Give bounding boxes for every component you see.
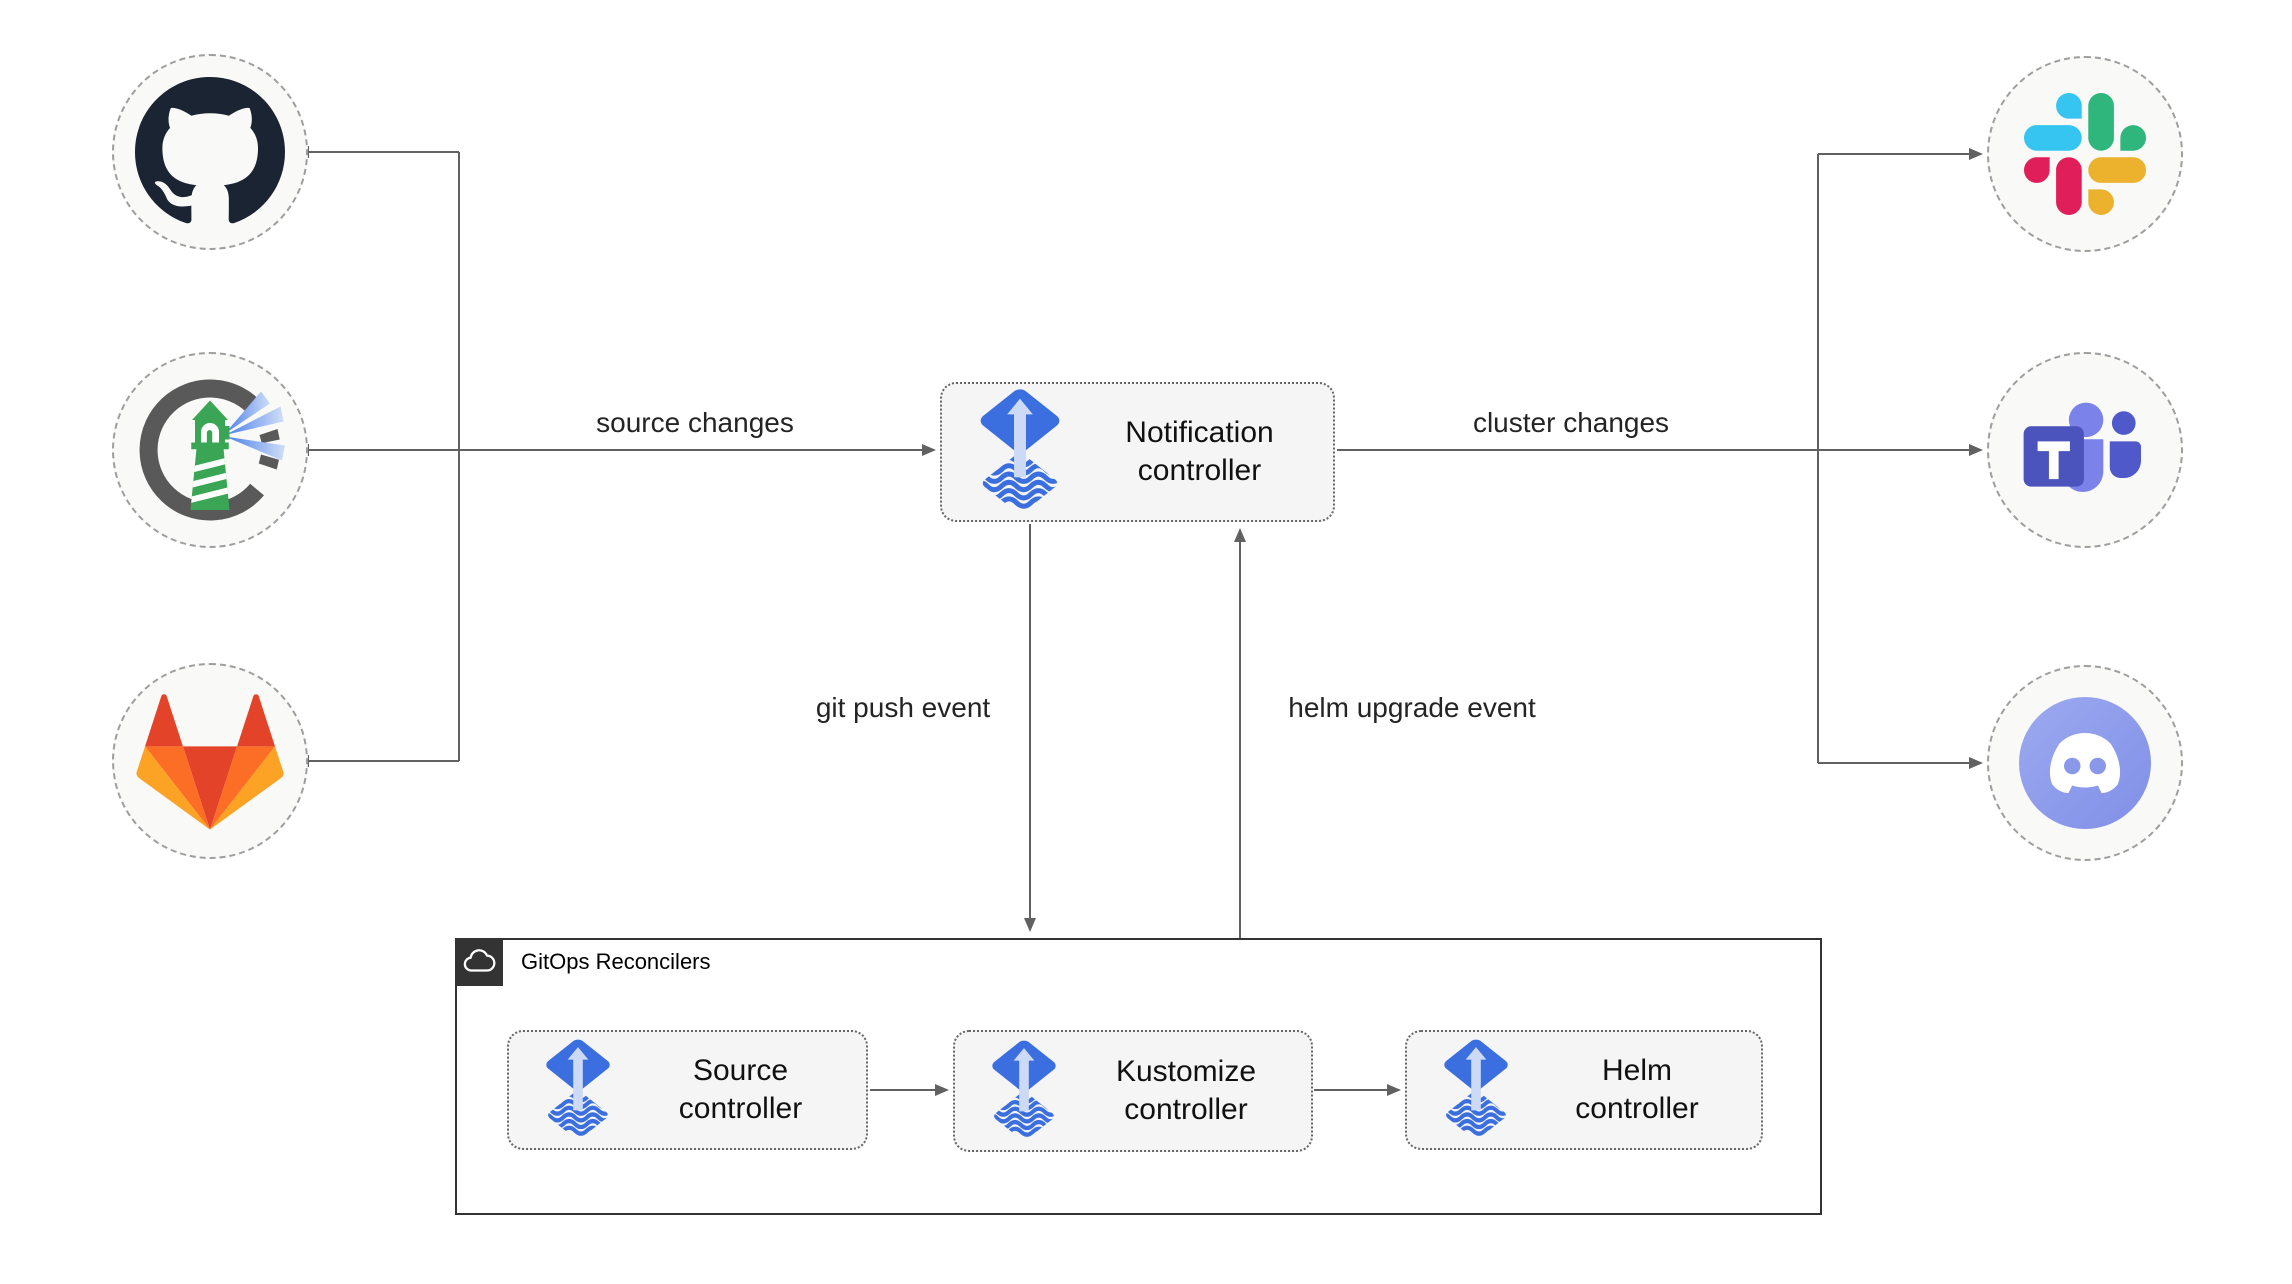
slack-icon [2024,93,2146,215]
node-harbor [112,352,308,548]
node-slack [1987,56,2183,252]
group-header: GitOps Reconcilers [455,938,711,986]
flux-icon [541,1035,615,1145]
node-microsoft-teams [1987,352,2183,548]
node-discord [1987,665,2183,861]
kustomize-controller-box: Kustomize controller [953,1030,1313,1152]
gitlab-icon [136,693,284,830]
source-controller-box: Source controller [507,1030,868,1150]
source-controller-label: Source controller [678,1054,803,1125]
discord-icon [2019,697,2151,829]
notification-controller-box: Notification controller [940,382,1335,522]
group-badge [455,938,503,986]
gitops-reconcilers-group: GitOps Reconcilers [455,938,1822,1215]
group-label: GitOps Reconcilers [521,949,711,974]
harbor-icon [139,379,285,521]
notification-controller-label: Notification controller [1125,416,1274,487]
node-github [112,54,308,250]
flux-icon [974,384,1066,520]
node-gitlab [112,663,308,859]
edge-label-source-changes: source changes [596,407,794,438]
flux-icon [987,1036,1061,1146]
github-icon [135,77,285,224]
flux-icon [1439,1035,1513,1145]
edge-label-cluster-changes: cluster changes [1472,407,1670,438]
microsoft-teams-icon [2023,402,2141,492]
edge-label-git-push-event: git push event [815,692,991,723]
helm-controller-box: Helm controller [1405,1030,1763,1150]
cloud-icon [463,949,496,972]
edge-label-helm-upgrade-event: helm upgrade event [1288,692,1536,723]
kustomize-controller-label: Kustomize controller [1115,1055,1257,1126]
helm-controller-label: Helm controller [1575,1054,1699,1125]
